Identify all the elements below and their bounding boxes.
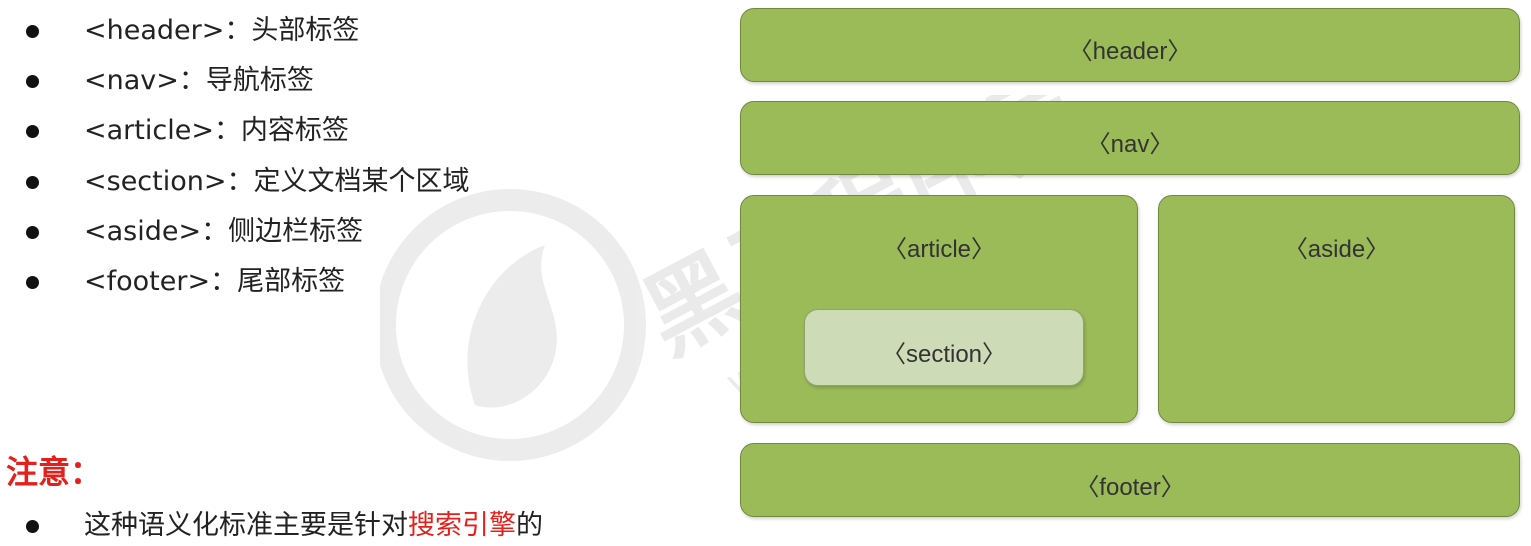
bullet-icon — [26, 125, 39, 138]
list-item: <header>：头部标签 — [0, 11, 600, 51]
nav-box: 〈nav〉 — [740, 101, 1520, 175]
tag-desc: ：定义文档某个区域 — [226, 166, 470, 197]
tag-desc: ：内容标签 — [213, 115, 349, 146]
nav-label: 〈nav〉 — [1086, 131, 1174, 158]
bullet-icon — [26, 25, 39, 38]
tag-name: <section> — [84, 166, 227, 197]
footer-label: 〈footer〉 — [1075, 474, 1185, 501]
aside-box: 〈aside〉 — [1158, 195, 1515, 423]
list-item: <section>：定义文档某个区域 — [0, 162, 600, 202]
tag-desc: ：导航标签 — [178, 65, 314, 96]
header-label: 〈header〉 — [1068, 38, 1192, 65]
article-box: 〈article〉 〈section〉 — [740, 195, 1138, 423]
bullet-icon — [26, 226, 39, 239]
list-item: <footer>：尾部标签 — [0, 262, 600, 302]
list-item: <article>：内容标签 — [0, 111, 600, 151]
tag-desc: ：头部标签 — [224, 15, 360, 46]
tag-name: <header> — [84, 15, 225, 46]
tag-desc: ：侧边栏标签 — [201, 216, 364, 247]
bullet-icon — [26, 75, 39, 88]
bullet-icon — [26, 276, 39, 289]
bullet-icon — [26, 176, 39, 189]
note-item: 这种语义化标准主要是针对搜索引擎的 — [0, 506, 640, 546]
tag-name: <aside> — [84, 216, 202, 247]
bullet-icon — [26, 520, 39, 533]
note-text: 这种语义化标准主要是针对 — [84, 510, 408, 541]
section-label: 〈section〉 — [881, 341, 1007, 368]
note-highlight: 搜索引擎 — [408, 510, 516, 541]
note-text-end: 的 — [516, 510, 543, 541]
tag-desc: ：尾部标签 — [210, 266, 346, 297]
aside-label: 〈aside〉 — [1283, 236, 1390, 263]
tag-name: <footer> — [84, 266, 211, 297]
article-label: 〈article〉 — [882, 236, 996, 263]
header-box: 〈header〉 — [740, 8, 1520, 82]
list-item: <nav>：导航标签 — [0, 61, 600, 101]
note-title: 注意： — [6, 453, 103, 491]
tag-name: <article> — [84, 115, 214, 146]
tag-name: <nav> — [84, 65, 179, 96]
list-item: <aside>：侧边栏标签 — [0, 212, 600, 252]
section-box: 〈section〉 — [804, 309, 1084, 386]
footer-box: 〈footer〉 — [740, 443, 1520, 517]
